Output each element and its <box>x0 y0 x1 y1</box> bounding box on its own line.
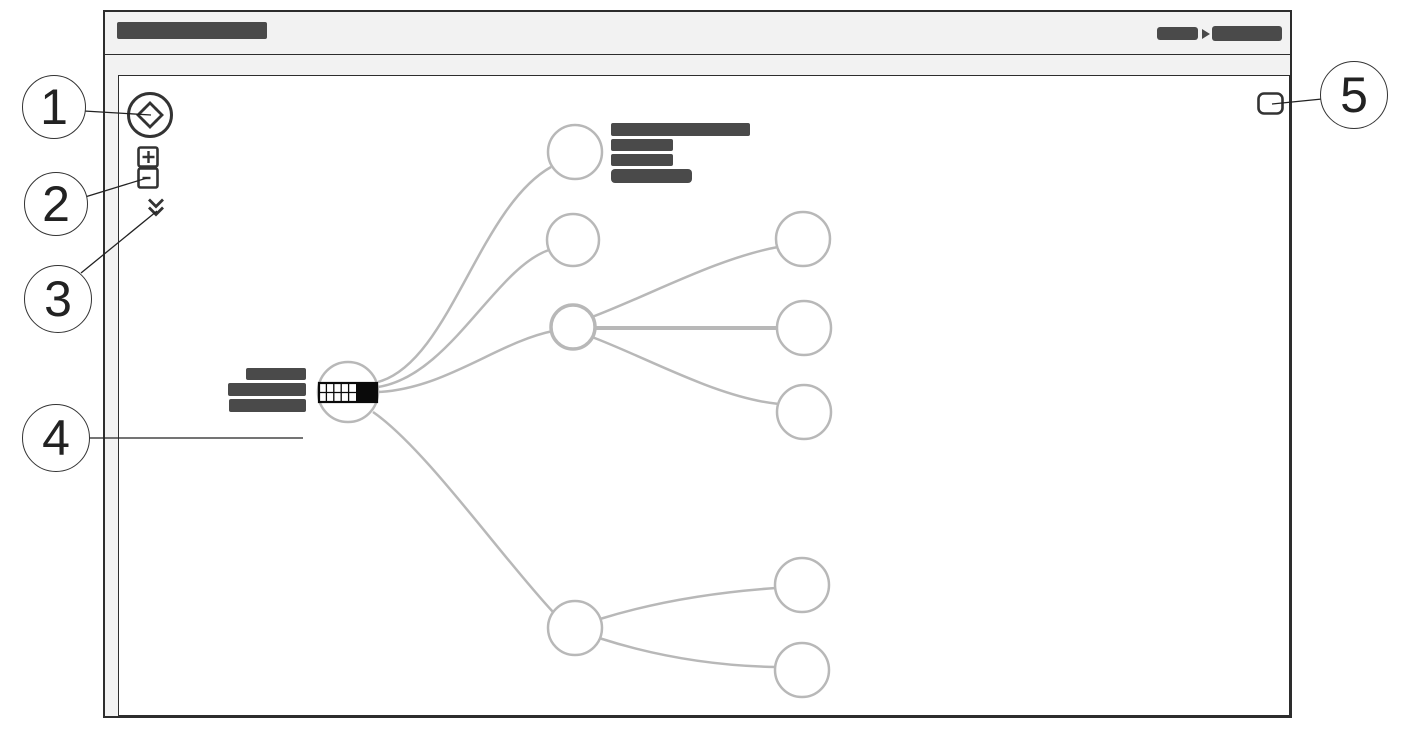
node-label-redacted <box>611 154 673 166</box>
breadcrumb-item-redacted[interactable] <box>1212 26 1282 41</box>
callout-4-label: 4 <box>42 410 70 466</box>
callout-4: 4 <box>22 404 90 472</box>
breadcrumb-item-redacted[interactable] <box>1157 27 1198 40</box>
root-label-redacted <box>228 383 306 396</box>
callout-5: 5 <box>1320 61 1388 129</box>
callout-2-label: 2 <box>42 176 70 232</box>
callout-2: 2 <box>24 172 88 236</box>
callout-3-label: 3 <box>44 271 72 327</box>
node-label-redacted <box>611 139 673 151</box>
chevron-right-icon <box>1202 29 1210 39</box>
callout-1-label: 1 <box>40 79 68 135</box>
window-title-redacted <box>117 22 267 39</box>
root-label-redacted <box>246 368 306 380</box>
node-label-redacted <box>611 123 750 136</box>
app-window <box>103 10 1292 718</box>
callout-5-label: 5 <box>1340 67 1368 123</box>
callout-1: 1 <box>22 75 86 139</box>
root-label-redacted <box>229 399 306 412</box>
callout-3: 3 <box>24 265 92 333</box>
node-label-redacted <box>611 169 692 183</box>
window-titlebar <box>105 12 1290 55</box>
